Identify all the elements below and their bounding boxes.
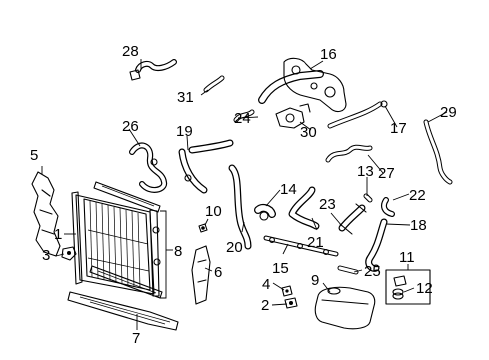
part-7-deflector [67, 291, 179, 331]
callout-24: 24 [234, 110, 251, 127]
part-9-expansion-tank [314, 286, 376, 330]
callout-26: 26 [122, 118, 139, 135]
callout-1: 1 [54, 226, 62, 243]
part-16-flange [258, 57, 347, 113]
callout-labels: 28 31 24 16 30 17 29 26 19 5 13 27 14 22… [30, 43, 457, 347]
part-13-pipe [363, 193, 373, 203]
callout-23: 23 [319, 196, 336, 213]
part-25-hose [337, 265, 359, 275]
callout-12: 12 [416, 280, 433, 297]
part-5-air-guide [31, 171, 61, 257]
callout-30: 30 [300, 124, 317, 141]
callout-25: 25 [364, 263, 381, 280]
part-17-pipe [327, 100, 388, 129]
callout-20: 20 [226, 239, 243, 256]
callout-13: 13 [357, 163, 374, 180]
callout-14: 14 [280, 181, 297, 198]
callout-5: 5 [30, 147, 38, 164]
callout-3: 3 [42, 247, 50, 264]
callout-16: 16 [320, 46, 337, 63]
callout-7: 7 [132, 330, 140, 347]
callout-10: 10 [205, 203, 222, 220]
callout-9: 9 [311, 272, 319, 289]
callout-31: 31 [177, 89, 194, 106]
callout-2: 2 [261, 297, 269, 314]
part-10-bolt [198, 223, 208, 233]
part-3-plug [61, 246, 77, 261]
part-19-hose [178, 139, 234, 194]
part-18-hose [365, 218, 388, 272]
part-14-hose [254, 203, 276, 221]
part-24-hose [233, 109, 255, 123]
leader-lines [41, 59, 448, 330]
callout-18: 18 [410, 217, 427, 234]
callout-27: 27 [378, 165, 395, 182]
callout-28: 28 [122, 43, 139, 60]
part-2-plug [284, 297, 298, 309]
part-4-sensor [281, 285, 293, 297]
callout-29: 29 [440, 104, 457, 121]
callout-8: 8 [174, 243, 182, 260]
part-1-radiator [71, 191, 161, 297]
callout-17: 17 [390, 120, 407, 137]
callout-6: 6 [214, 264, 222, 281]
callout-22: 22 [409, 187, 426, 204]
part-22-hose [381, 197, 395, 217]
part-29-hose [423, 119, 453, 185]
part-31-hose [203, 75, 225, 93]
part-15-pipe [263, 235, 339, 257]
part-30-thermostat [275, 103, 311, 129]
callout-11: 11 [399, 249, 415, 266]
part-27-hose [325, 144, 373, 163]
part-20-hose [228, 164, 252, 250]
callout-15: 15 [272, 260, 289, 277]
callout-21: 21 [307, 234, 324, 251]
callout-19: 19 [176, 123, 193, 140]
part-23-connector [338, 203, 367, 235]
part-6-bracket [191, 245, 211, 305]
callout-4: 4 [262, 276, 270, 293]
part-28-hose [129, 59, 177, 81]
part-26-hose [129, 142, 168, 193]
part-21-hose [288, 186, 320, 230]
